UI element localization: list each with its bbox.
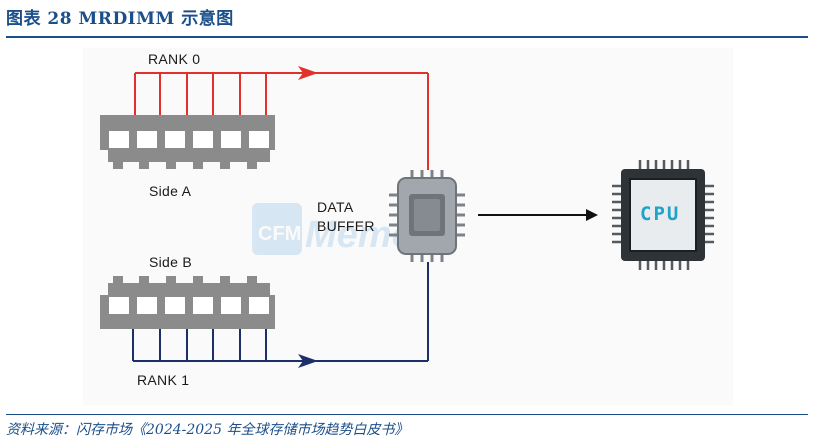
source-divider <box>6 414 808 415</box>
rank1-bus <box>132 262 429 362</box>
source-note: 资料来源：闪存市场《2024-2025 年全球存储市场趋势白皮书》 <box>6 422 409 438</box>
rank1-arrow <box>298 354 318 368</box>
figure-title: 图表 28 MRDIMM 示意图 <box>6 9 234 29</box>
data-buffer-chip-icon <box>389 170 465 262</box>
memory-module-side-b <box>100 276 275 329</box>
data-buffer-label-line2: BUFFER <box>317 218 375 234</box>
cpu-label: CPU <box>640 203 681 225</box>
side-a-label: Side A <box>149 183 192 199</box>
memory-module-side-a <box>100 115 275 169</box>
buffer-to-cpu-arrow <box>586 209 598 221</box>
rank0-bus <box>134 72 429 170</box>
title-divider <box>6 36 808 38</box>
rank0-arrow <box>298 66 318 80</box>
cpu-chip-icon <box>612 160 714 270</box>
data-buffer-label-line1: DATA <box>317 199 354 215</box>
svg-text:CFM: CFM <box>258 223 301 245</box>
rank1-label: RANK 1 <box>137 372 190 388</box>
side-b-label: Side B <box>149 254 193 270</box>
rank0-label: RANK 0 <box>148 51 201 67</box>
